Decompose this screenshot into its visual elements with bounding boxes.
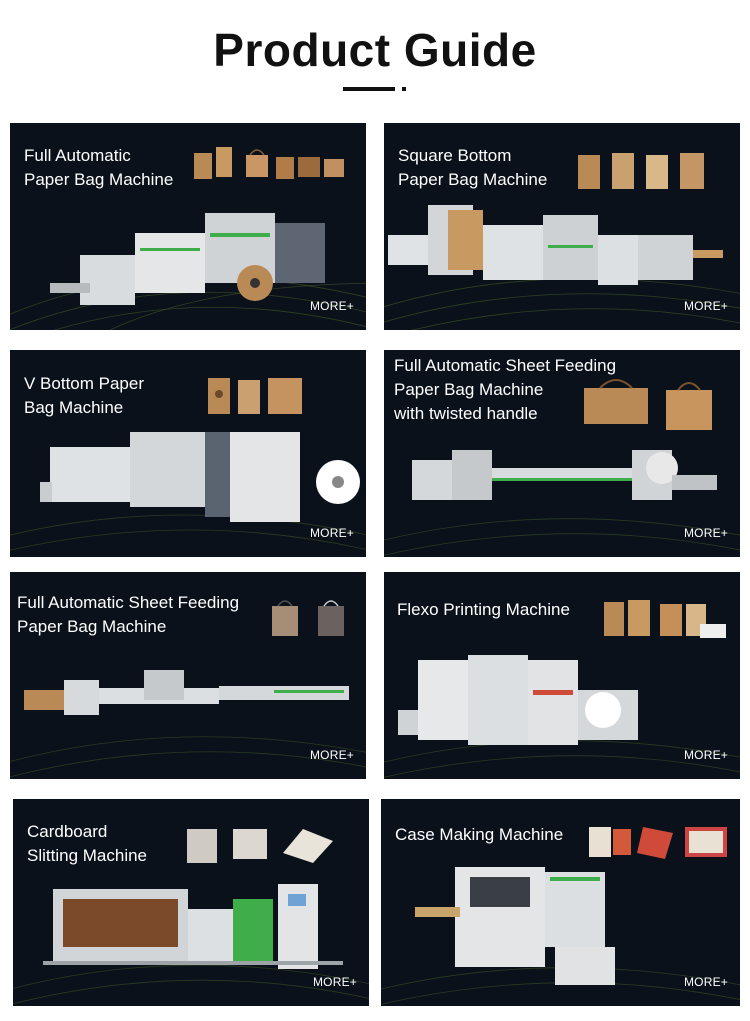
cardboard-sheets-image xyxy=(187,829,333,863)
more-link[interactable]: MORE+ xyxy=(683,748,728,762)
more-link[interactable]: MORE+ xyxy=(683,299,728,313)
paper-bags-image xyxy=(208,378,302,414)
more-link[interactable]: MORE+ xyxy=(312,975,357,989)
machine-image xyxy=(398,655,638,745)
card-title: Flexo Printing Machine xyxy=(397,600,570,619)
page-title: Product Guide xyxy=(213,24,537,76)
paper-bags-image xyxy=(584,379,712,430)
machine-image xyxy=(412,450,717,500)
machine-image xyxy=(24,670,349,715)
paper-bags-image xyxy=(194,147,344,179)
background-curves xyxy=(13,964,369,1005)
background-curves xyxy=(10,736,366,778)
card-title: Case Making Machine xyxy=(395,825,564,844)
background-curves xyxy=(384,518,740,556)
machine-image xyxy=(40,432,360,522)
paper-bags-image xyxy=(272,600,344,636)
machine-image xyxy=(50,213,325,305)
more-link[interactable]: MORE+ xyxy=(683,975,728,989)
background-curves xyxy=(10,514,366,551)
boxes-image xyxy=(589,827,727,859)
machine-image xyxy=(415,867,615,985)
product-card-flexo-printing[interactable]: Flexo Printing Machine MORE+ xyxy=(384,572,740,779)
product-card-case-making[interactable]: Case Making Machine MORE+ xyxy=(381,799,740,1006)
more-link[interactable]: MORE+ xyxy=(309,748,354,762)
more-link[interactable]: MORE+ xyxy=(309,299,354,313)
more-link[interactable]: MORE+ xyxy=(309,526,354,540)
more-link[interactable]: MORE+ xyxy=(683,526,728,540)
machine-image xyxy=(388,205,723,285)
paper-bags-image xyxy=(578,153,704,189)
machine-image xyxy=(43,884,343,969)
paper-bags-image xyxy=(604,600,726,638)
